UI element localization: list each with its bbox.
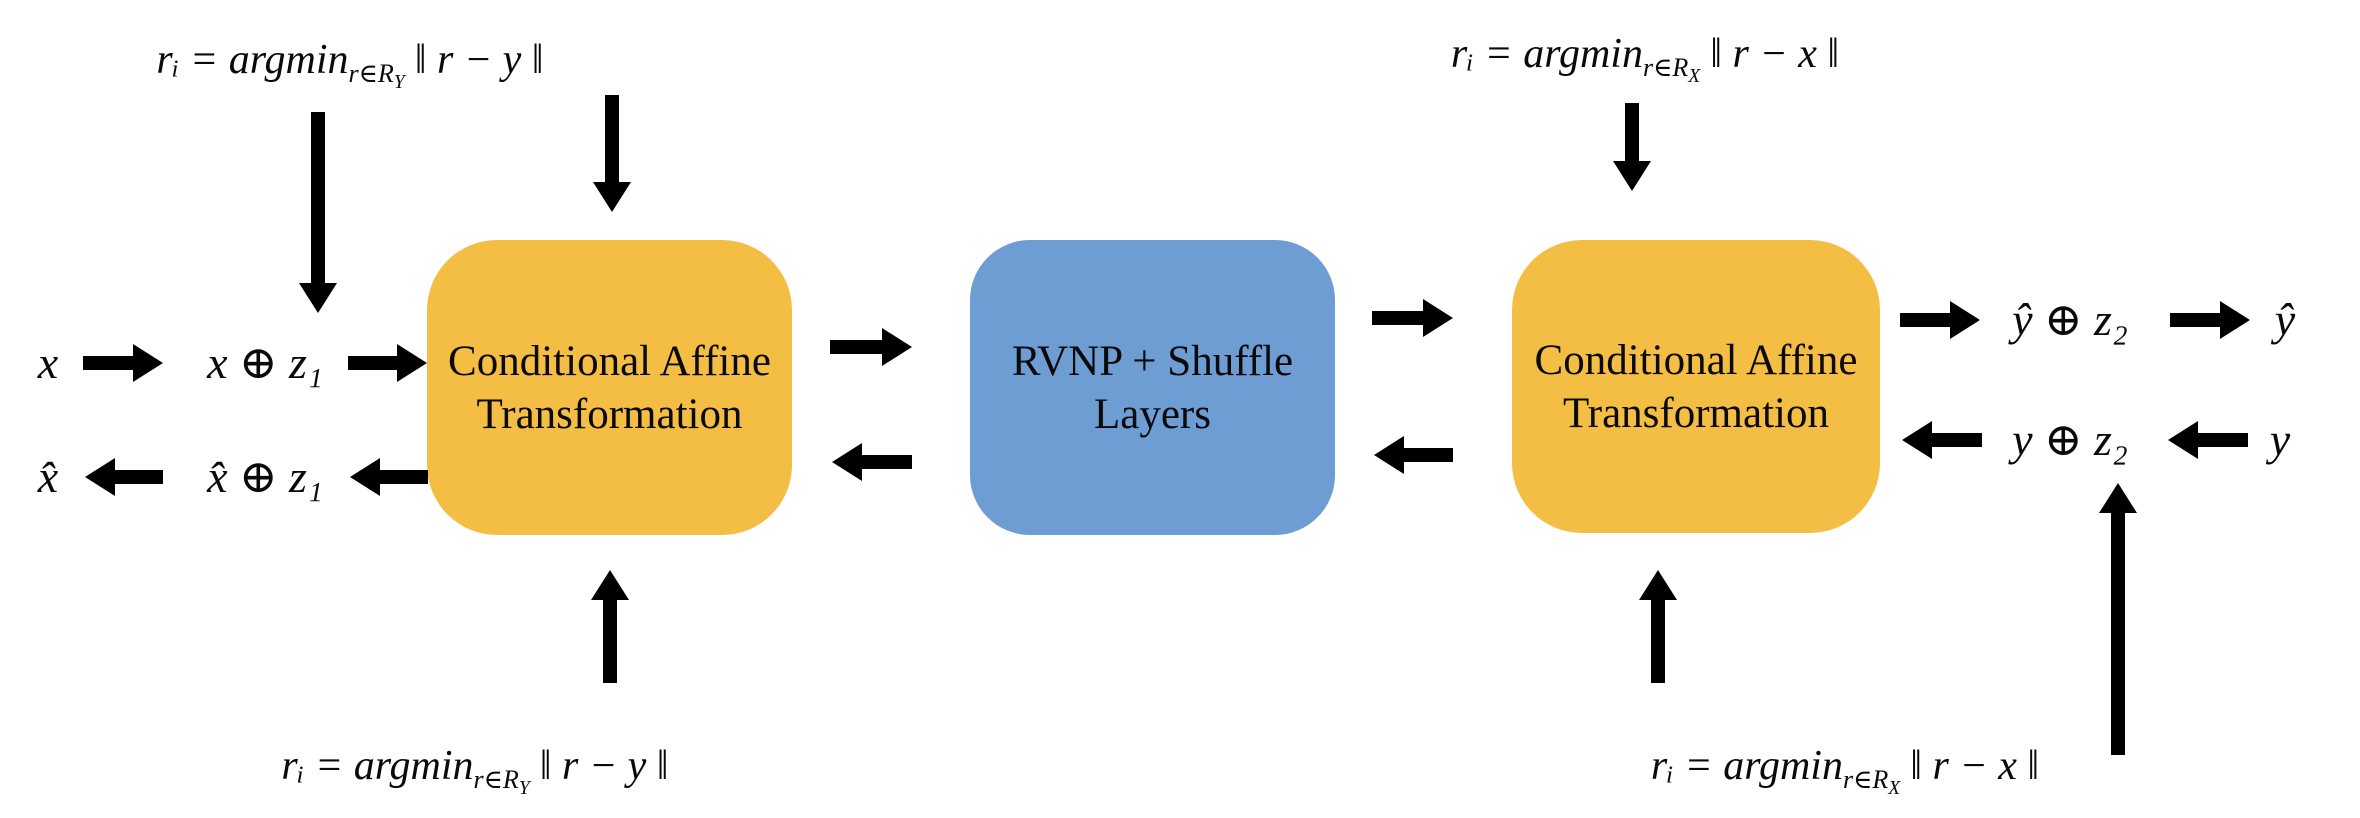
formula-subsubscript: X (1688, 66, 1701, 88)
label-xhat-output: x̂ (37, 451, 59, 502)
formula-head: rᵢ = argmin (156, 37, 349, 83)
arrow-left-icon (1902, 421, 1982, 459)
formula-head: rᵢ = argmin (1450, 31, 1643, 77)
formula-norm-term: ‖ r − y ‖ (539, 743, 669, 789)
label-x-xor-z1: x ⊕ z₁ (207, 337, 323, 388)
formula-top-left: rᵢ = argminr∈RY ‖ r − y ‖ (135, 30, 565, 93)
formula-norm-term: ‖ r − y ‖ (414, 37, 544, 83)
label-y-input: y (2269, 414, 2291, 465)
formula-head: rᵢ = argmin (1650, 743, 1843, 789)
formula-head: rᵢ = argmin (281, 743, 474, 789)
box-conditional-affine-right: Conditional Affine Transformation (1512, 240, 1880, 533)
formula-bottom-right: rᵢ = argminr∈RX ‖ r − x ‖ (1615, 736, 2075, 799)
arrow-up-icon (2099, 483, 2137, 755)
formula-subscript: r∈R (473, 765, 519, 795)
arrow-right-icon (1900, 301, 1980, 339)
box-rvnp-shuffle: RVNP + Shuffle Layers (970, 240, 1335, 535)
label-xhat-xor-z1: x̂ ⊕ z₁ (207, 451, 323, 502)
arrow-right-icon (830, 328, 912, 366)
arrow-right-icon (348, 344, 427, 382)
arrow-left-icon (1374, 436, 1453, 474)
arrow-down-icon (1613, 103, 1651, 191)
box-label: Conditional Affine Transformation (448, 337, 771, 438)
arrow-up-icon (591, 570, 629, 683)
formula-norm-term: ‖ r − x ‖ (1710, 31, 1840, 77)
formula-norm-term: ‖ r − x ‖ (1910, 743, 2040, 789)
arrow-right-icon (1372, 299, 1453, 337)
label-y-xor-z2: y ⊕ z₂ (2012, 414, 2128, 465)
arrow-left-icon (85, 458, 163, 496)
formula-subsubscript: Y (393, 72, 405, 94)
label-x-input: x (37, 337, 59, 388)
formula-subsubscript: Y (518, 778, 530, 800)
arrow-right-icon (83, 344, 163, 382)
formula-subsubscript: X (1888, 778, 1901, 800)
arrow-down-icon (593, 95, 631, 212)
formula-subscript: r∈R (1642, 53, 1689, 83)
box-label: Conditional Affine Transformation (1534, 336, 1858, 437)
arrow-down-icon (299, 112, 337, 313)
arrow-left-icon (350, 458, 428, 496)
arrow-right-icon (2170, 301, 2250, 339)
formula-subscript: r∈R (348, 59, 394, 89)
formula-bottom-left: rᵢ = argminr∈RY ‖ r − y ‖ (245, 736, 705, 799)
formula-top-right: rᵢ = argminr∈RX ‖ r − x ‖ (1415, 24, 1875, 87)
formula-subscript: r∈R (1842, 765, 1889, 795)
box-label: RVNP + Shuffle Layers (1011, 337, 1294, 438)
arrow-left-icon (2168, 421, 2248, 459)
label-yhat-xor-z2: ŷ ⊕ z₂ (2012, 294, 2128, 345)
label-yhat-output: ŷ (2274, 294, 2296, 345)
arrow-left-icon (832, 443, 912, 481)
arrow-up-icon (1639, 570, 1677, 683)
box-conditional-affine-left: Conditional Affine Transformation (427, 240, 792, 535)
